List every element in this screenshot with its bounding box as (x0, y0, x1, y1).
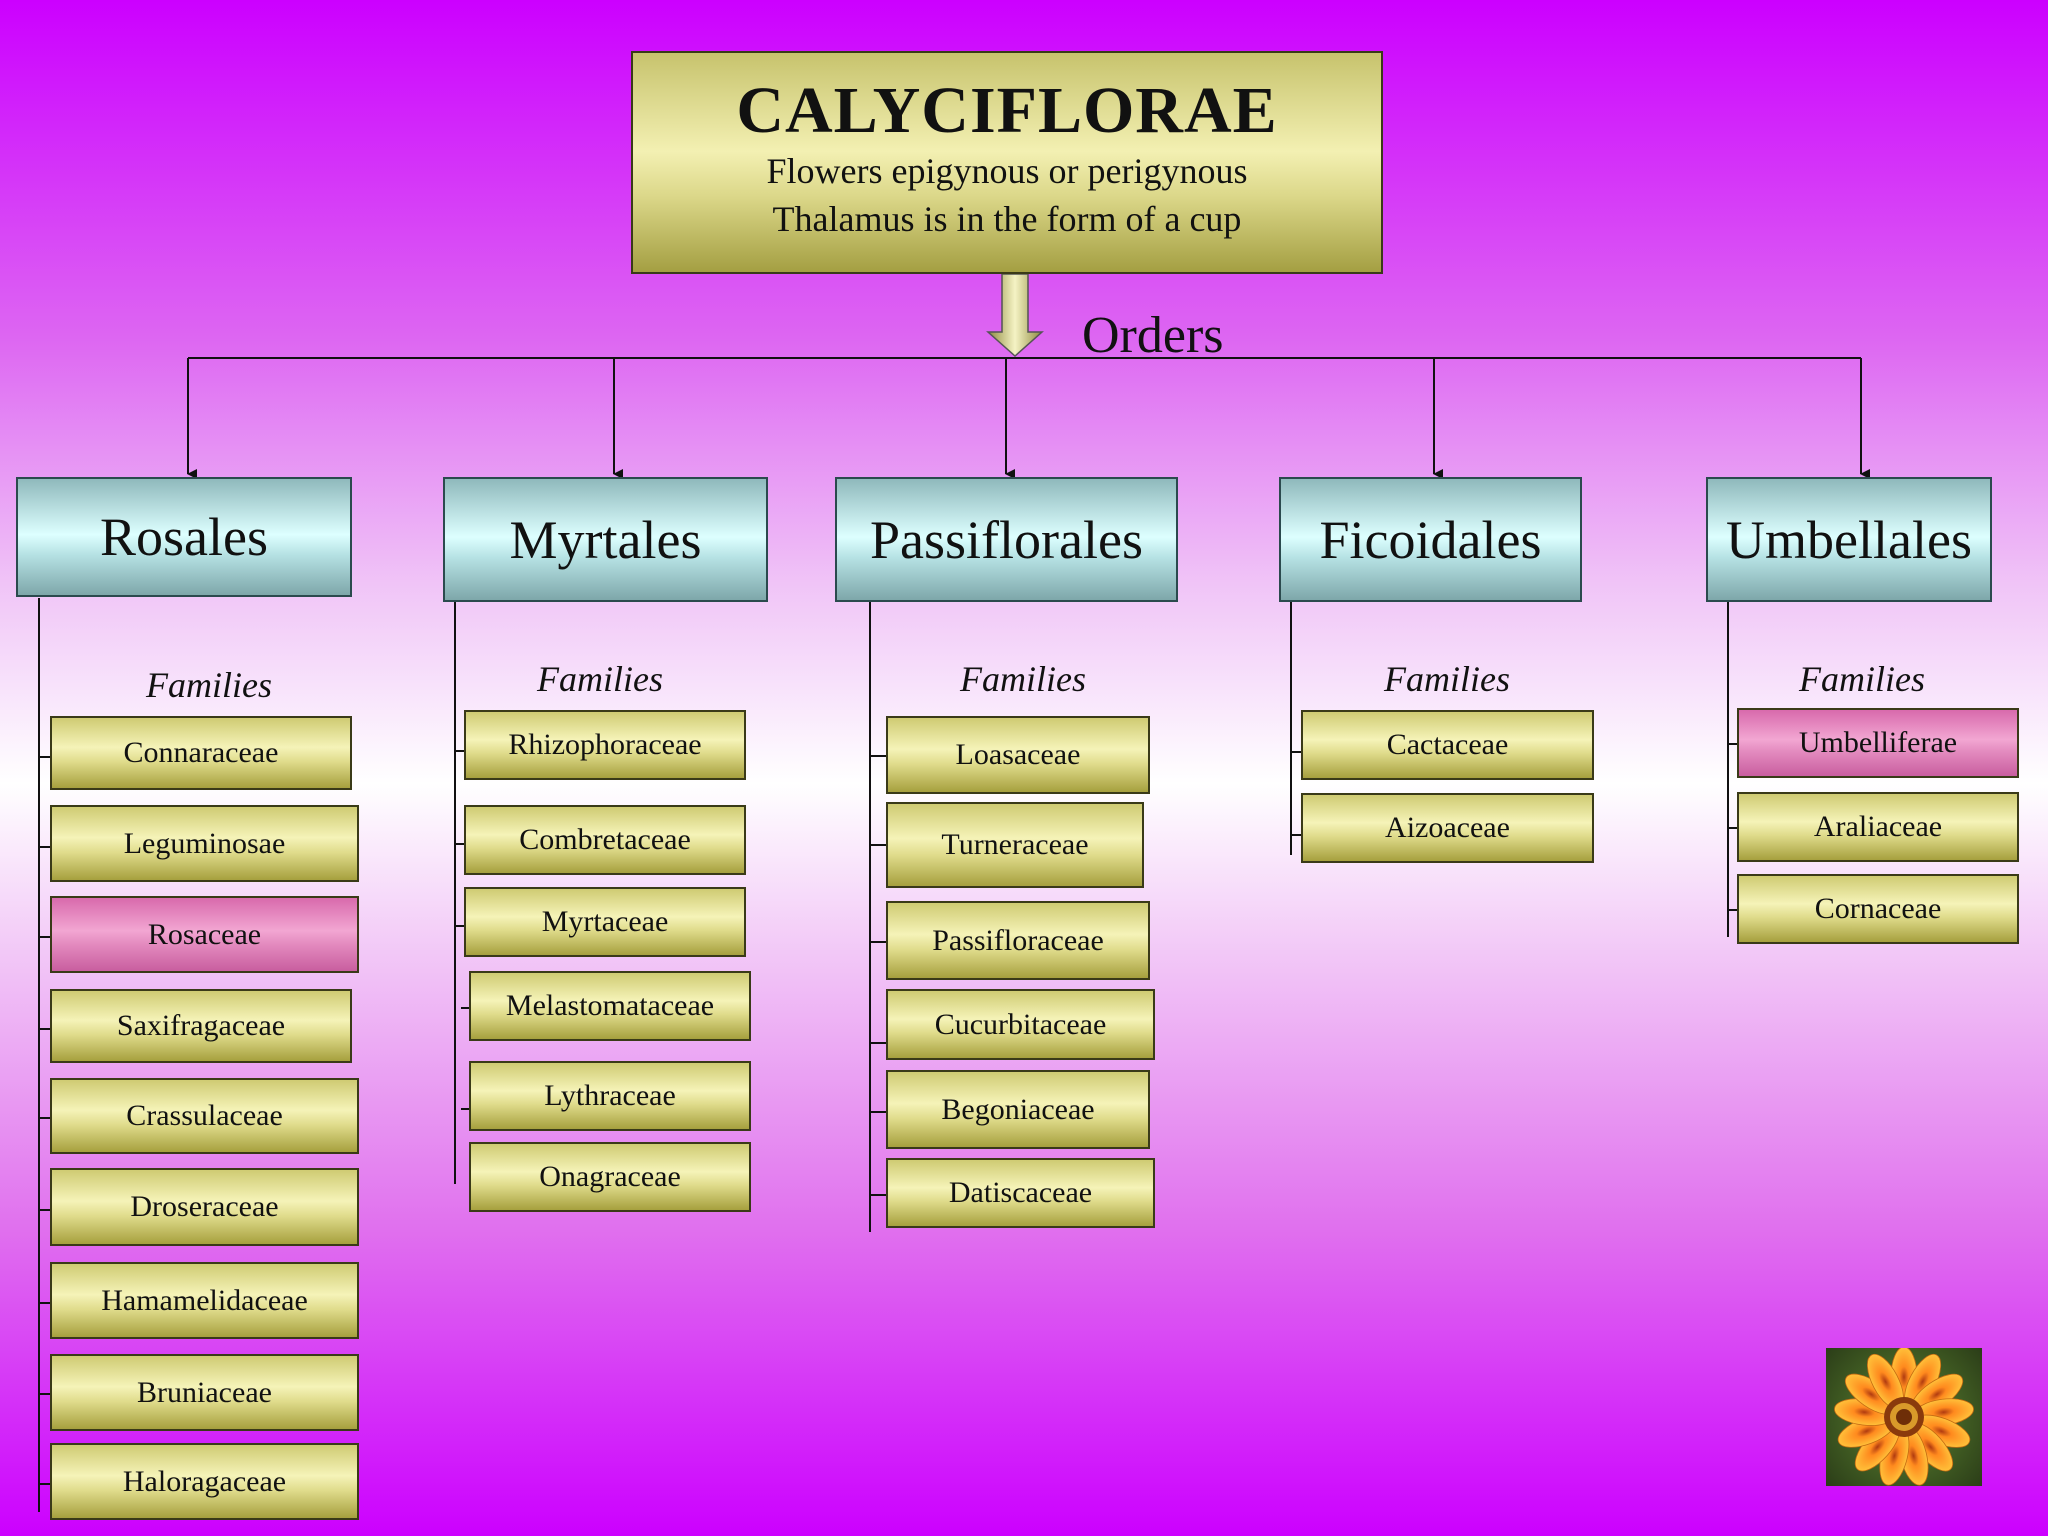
family-melastomataceae: Melastomataceae (469, 971, 751, 1041)
family-leguminosae: Leguminosae (50, 805, 359, 882)
family-bruniaceae: Bruniaceae (50, 1354, 359, 1431)
flower-image (1826, 1348, 1982, 1486)
title-line-2: Thalamus is in the form of a cup (772, 199, 1242, 239)
diagram-title: CALYCIFLORAE (736, 74, 1278, 147)
order-passiflorales: Passiflorales (835, 477, 1178, 602)
family-datiscaceae: Datiscaceae (886, 1158, 1155, 1228)
families-label-umbellales: Families (1799, 659, 1925, 699)
families-label-rosales: Families (146, 665, 272, 705)
order-ficoidales: Ficoidales (1279, 477, 1582, 602)
family-cactaceae: Cactaceae (1301, 710, 1594, 780)
family-combretaceae: Combretaceae (464, 805, 746, 875)
family-loasaceae: Loasaceae (886, 716, 1150, 794)
down-arrow-icon (986, 273, 1044, 358)
family-myrtaceae: Myrtaceae (464, 887, 746, 957)
gazania-flower-icon (1834, 1348, 1974, 1486)
family-connaraceae: Connaraceae (50, 716, 352, 790)
families-label-passiflorales: Families (960, 659, 1086, 699)
order-myrtales: Myrtales (443, 477, 768, 602)
family-aizoaceae: Aizoaceae (1301, 793, 1594, 863)
family-haloragaceae: Haloragaceae (50, 1443, 359, 1520)
family-turneraceae: Turneraceae (886, 802, 1144, 888)
family-araliaceae: Araliaceae (1737, 792, 2019, 862)
family-lythraceae: Lythraceae (469, 1061, 751, 1131)
family-hamamelidaceae: Hamamelidaceae (50, 1262, 359, 1339)
family-rosaceae: Rosaceae (50, 896, 359, 973)
family-droseraceae: Droseraceae (50, 1168, 359, 1246)
family-cornaceae: Cornaceae (1737, 874, 2019, 944)
family-passifloraceae: Passifloraceae (886, 901, 1150, 980)
families-label-ficoidales: Families (1384, 659, 1510, 699)
family-onagraceae: Onagraceae (469, 1142, 751, 1212)
order-rosales: Rosales (16, 477, 352, 597)
family-saxifragaceae: Saxifragaceae (50, 989, 352, 1063)
title-box: CALYCIFLORAE Flowers epigynous or perigy… (631, 51, 1383, 274)
title-line-1: Flowers epigynous or perigynous (766, 151, 1248, 191)
family-begoniaceae: Begoniaceae (886, 1070, 1150, 1149)
order-umbellales: Umbellales (1706, 477, 1992, 602)
families-label-myrtales: Families (537, 659, 663, 699)
orders-label: Orders (1082, 307, 1224, 364)
family-rhizophoraceae: Rhizophoraceae (464, 710, 746, 780)
family-crassulaceae: Crassulaceae (50, 1078, 359, 1154)
family-umbelliferae: Umbelliferae (1737, 708, 2019, 778)
family-cucurbitaceae: Cucurbitaceae (886, 989, 1155, 1060)
